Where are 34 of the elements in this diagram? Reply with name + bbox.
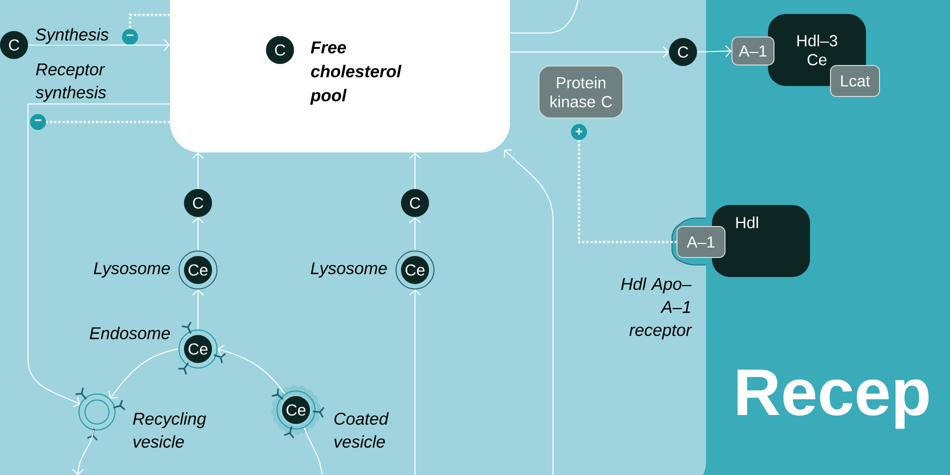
regulation-sign: + [571, 124, 587, 140]
title-text: Recep [738, 370, 929, 429]
protein-box: A–1 [732, 36, 774, 66]
arrow [28, 104, 170, 408]
arrow [28, 39, 170, 51]
structure-label: Coated vesicle [334, 412, 389, 448]
structure-label: Lysosome [94, 262, 170, 278]
structure-label: Recycling vesicle [133, 412, 206, 448]
edge-label: Synthesis [34, 27, 110, 45]
pathway-label: Receptor synthesis [36, 64, 106, 102]
structure-label: Endosome [90, 326, 170, 340]
protein-box: Hdl [712, 205, 810, 277]
protein-box: A–1 [676, 226, 726, 258]
arrow [108, 348, 179, 399]
structure-label: Lysosome [310, 262, 387, 278]
arrow [409, 152, 421, 190]
inhibition-line [578, 140, 676, 244]
structure-label: Hdl Apo–A–1 receptor [621, 278, 692, 340]
arrow [72, 430, 94, 475]
arrow [510, 46, 669, 58]
inhibition-line [46, 120, 170, 124]
regulation-sign: − [30, 114, 46, 130]
protein-box: Lcat [830, 65, 880, 97]
arrow [192, 152, 204, 190]
regulation-sign: − [122, 29, 138, 45]
arrow [696, 45, 732, 58]
arrow [409, 217, 421, 251]
arrow [192, 217, 204, 251]
arrow [192, 290, 204, 330]
arrow [504, 149, 554, 475]
arrow [409, 290, 421, 475]
inhibition-line [128, 14, 170, 29]
arrow [218, 344, 286, 395]
protein-box: Protein kinase C [538, 66, 624, 118]
